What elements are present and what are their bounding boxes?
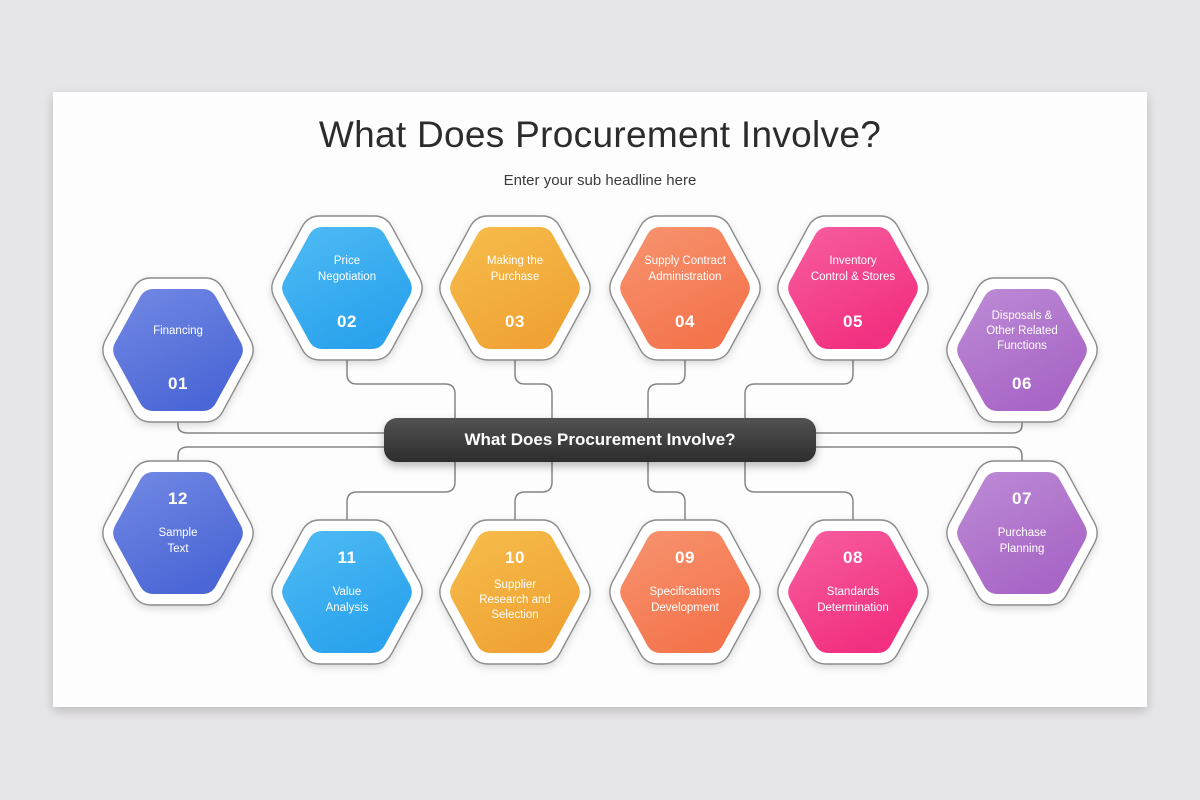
hex-number: 12 <box>168 488 188 508</box>
hex-label: Inventory Control & Stores <box>810 255 896 283</box>
hex-label: Financing <box>153 325 203 338</box>
hexagon-shape <box>439 215 591 361</box>
hex-node-12: Sample Text 12 <box>99 460 257 606</box>
hex-node-09: Specifications Development 09 <box>606 519 764 665</box>
hexagon-shape <box>609 519 761 665</box>
hex-label: Disposals & Other Related Functions <box>986 309 1058 353</box>
hex-label: Making the Purchase <box>486 255 544 283</box>
hexagon-shape <box>609 215 761 361</box>
hexagon-shape <box>777 215 929 361</box>
hex-number: 07 <box>1012 488 1032 508</box>
hex-label: Supply Contract Administration <box>644 255 726 283</box>
hexagon-shape <box>102 460 254 606</box>
hex-node-08: Standards Determination 08 <box>774 519 932 665</box>
hex-number: 02 <box>337 312 357 332</box>
hex-node-01: Financing 01 <box>99 277 257 423</box>
hex-number: 03 <box>505 312 525 332</box>
hex-label: Standards Determination <box>817 586 889 614</box>
hex-number: 11 <box>337 547 357 567</box>
hex-node-05: Inventory Control & Stores 05 <box>774 215 932 361</box>
slide-card: What Does Procurement Involve? Enter you… <box>53 92 1147 707</box>
hex-node-04: Supply Contract Administration 04 <box>606 215 764 361</box>
hex-number: 01 <box>168 374 188 394</box>
center-banner-label: What Does Procurement Involve? <box>464 430 736 449</box>
hex-number: 06 <box>1012 374 1032 394</box>
hex-node-02: Price Negotiation 02 <box>268 215 426 361</box>
hexagon-shape <box>102 277 254 423</box>
hexagon-shape <box>946 460 1098 606</box>
hexagon-shape <box>271 215 423 361</box>
hex-number: 10 <box>505 547 525 567</box>
hexagon-shape <box>439 519 591 665</box>
hexagon-shape <box>271 519 423 665</box>
hex-node-03: Making the Purchase 03 <box>436 215 594 361</box>
hex-label: Specifications Development <box>649 586 721 614</box>
page-title: What Does Procurement Involve? <box>318 114 882 155</box>
hex-number: 05 <box>843 312 863 332</box>
hex-node-06: Disposals & Other Related Functions 06 <box>943 277 1101 423</box>
hex-number: 09 <box>675 547 695 567</box>
hex-number: 08 <box>843 547 863 567</box>
hex-number: 04 <box>675 312 695 332</box>
hex-node-07: Purchase Planning 07 <box>943 460 1101 606</box>
hexagon-shape <box>946 277 1098 423</box>
page-subtitle: Enter your sub headline here <box>503 172 697 189</box>
hex-label: Purchase Planning <box>997 527 1047 555</box>
hex-label: Sample Text <box>158 527 198 555</box>
hex-node-10: Supplier Research and Selection 10 <box>436 519 594 665</box>
center-banner: What Does Procurement Involve? <box>384 418 816 462</box>
hex-label: Value Analysis <box>325 586 369 614</box>
hex-label: Price Negotiation <box>317 255 377 283</box>
hexagon-shape <box>777 519 929 665</box>
hex-node-11: Value Analysis 11 <box>268 519 426 665</box>
hex-label: Supplier Research and Selection <box>479 578 551 622</box>
